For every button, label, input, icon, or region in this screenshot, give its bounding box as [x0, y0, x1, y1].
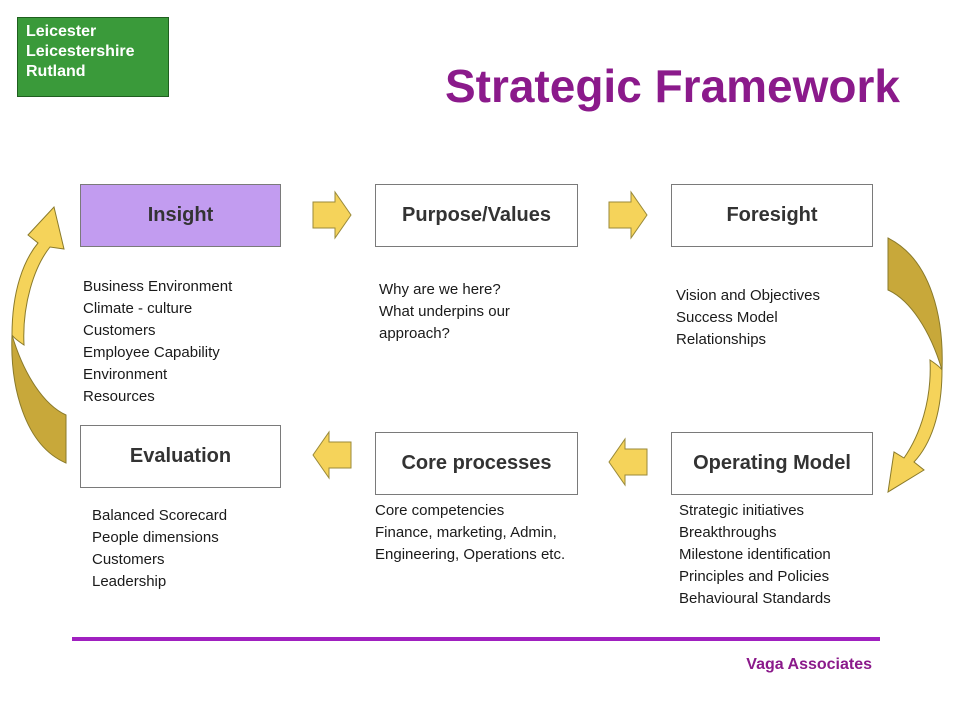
purpose-item: What underpins our: [379, 303, 510, 320]
evaluation-description: Balanced Scorecard People dimensions Cus…: [92, 505, 227, 593]
evaluation-item: Leadership: [92, 573, 167, 590]
insight-item: Climate - culture: [83, 300, 193, 317]
right-arrow-icon: [608, 190, 648, 240]
operating-description: Strategic initiatives Breakthroughs Mile…: [679, 500, 831, 610]
insight-item: Business Environment: [83, 278, 233, 295]
logo-line-1: Leicester: [26, 23, 97, 40]
core-description: Core competencies Finance, marketing, Ad…: [375, 500, 565, 566]
core-item: Core competencies: [375, 502, 505, 519]
organisation-logo-box: Leicester Leicestershire Rutland: [17, 17, 169, 97]
logo-line-2: Leicestershire: [26, 43, 135, 60]
evaluation-item: Customers: [92, 551, 165, 568]
purpose-values-box: Purpose/Values: [375, 184, 578, 247]
evaluation-item: Balanced Scorecard: [92, 507, 228, 524]
operating-model-box: Operating Model: [671, 432, 873, 495]
insight-item: Resources: [83, 388, 155, 405]
purpose-item: approach?: [379, 325, 450, 342]
operating-item: Breakthroughs: [679, 524, 777, 541]
left-arrow-icon: [608, 437, 648, 487]
insight-description: Business Environment Climate - culture C…: [83, 276, 232, 408]
foresight-item: Relationships: [676, 331, 767, 348]
purpose-values-label: Purpose/Values: [402, 204, 551, 226]
foresight-description: Vision and Objectives Success Model Rela…: [676, 285, 820, 351]
foresight-box: Foresight: [671, 184, 873, 247]
insight-item: Environment: [83, 366, 168, 383]
foresight-item: Success Model: [676, 309, 778, 326]
insight-box: Insight: [80, 184, 281, 247]
purpose-item: Why are we here?: [379, 281, 501, 298]
curved-down-arrow-icon: [887, 237, 943, 493]
operating-item: Principles and Policies: [679, 568, 830, 585]
core-item: Engineering, Operations etc.: [375, 546, 566, 563]
evaluation-label: Evaluation: [129, 445, 232, 467]
footer-divider: [72, 637, 880, 641]
core-item: Finance, marketing, Admin,: [375, 524, 557, 541]
footer-credit: Vaga Associates: [746, 656, 872, 673]
page-title: Strategic Framework: [444, 60, 900, 112]
insight-item: Employee Capability: [83, 344, 220, 361]
core-processes-box: Core processes: [375, 432, 578, 495]
operating-item: Behavioural Standards: [679, 590, 831, 607]
left-arrow-icon: [312, 430, 352, 480]
purpose-description: Why are we here? What underpins our appr…: [379, 279, 510, 345]
foresight-item: Vision and Objectives: [676, 287, 820, 304]
operating-item: Milestone identification: [679, 546, 831, 563]
right-arrow-icon: [312, 190, 352, 240]
insight-label: Insight: [147, 204, 214, 226]
evaluation-box: Evaluation: [80, 425, 281, 488]
insight-item: Customers: [83, 322, 156, 339]
logo-line-3: Rutland: [26, 63, 86, 80]
core-processes-label: Core processes: [401, 452, 552, 474]
foresight-label: Foresight: [726, 204, 818, 226]
operating-model-label: Operating Model: [693, 452, 851, 474]
operating-item: Strategic initiatives: [679, 502, 805, 519]
evaluation-item: People dimensions: [92, 529, 219, 546]
curved-up-arrow-icon: [11, 205, 67, 464]
